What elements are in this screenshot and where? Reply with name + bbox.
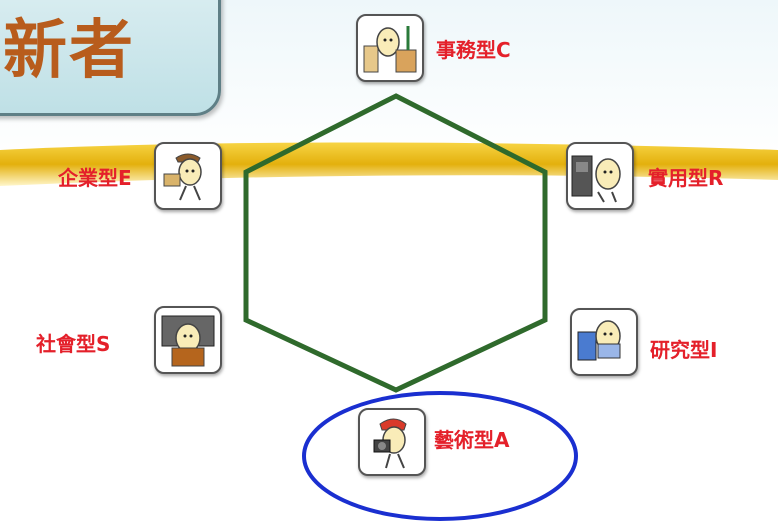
photographer-icon — [358, 408, 426, 476]
speaker-icon — [154, 306, 222, 374]
label-conventional: 事務型C — [436, 38, 511, 62]
label-social: 社會型S — [36, 332, 111, 356]
label-realistic: 實用型R — [648, 166, 724, 190]
label-artistic: 藝術型A — [434, 428, 510, 452]
clerk-icon — [356, 14, 424, 82]
researcher-icon — [570, 308, 638, 376]
mechanic-icon — [566, 142, 634, 210]
label-investigative: 研究型I — [650, 338, 718, 362]
label-enterprising: 企業型E — [58, 166, 132, 190]
highlight-ellipse — [302, 391, 578, 521]
businessman-icon — [154, 142, 222, 210]
holland-hexagon — [243, 93, 548, 393]
title-box: 新者 — [0, 0, 221, 116]
title-text: 新者 — [3, 14, 135, 88]
